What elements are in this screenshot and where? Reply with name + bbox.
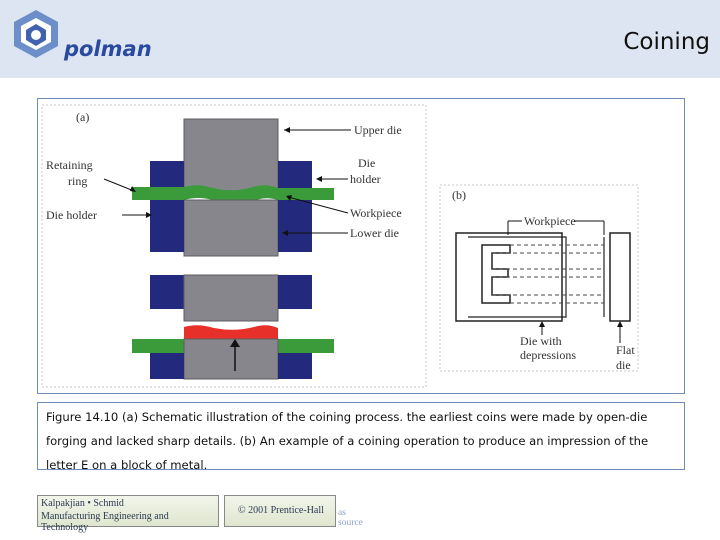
panel-a-tag: (a) [76,110,89,124]
label-retaining-1: Retaining [46,158,93,172]
slide-header: polman Coining [0,0,720,78]
label-flat-2: die [616,358,631,372]
label-die-holder-1: Die [358,156,375,170]
die-with-depressions [455,232,563,322]
label-die-with-2: depressions [520,348,576,362]
label-retaining-2: ring [68,174,87,188]
lower-holder-left-2 [150,353,184,379]
upper-holder-right-2 [278,275,312,309]
panel-b-area [439,184,639,372]
figure-caption: Figure 14.10 (a) Schematic illustration … [37,402,685,472]
figure-frame: (a) Upper die Die holder Retaining ring [37,98,685,394]
credit-book-title: Manufacturing Engineering and Technology [41,511,169,533]
label-die-with-1: Die with [520,334,562,348]
lower-die-holder-left [150,200,184,252]
book-credit: Kalpakjian • Schmid Manufacturing Engine… [37,495,219,533]
label-upper-die: Upper die [354,123,402,137]
label-flat-1: Flat [616,343,635,357]
label-die-holder-2: holder [350,172,381,186]
lower-die-holder-right [278,200,312,252]
label-die-holder-left: Die holder [46,208,97,222]
label-lower-die: Lower die [350,226,399,240]
upper-holder-left-2 [150,275,184,309]
logo-emblem-icon [14,10,58,58]
ring-right-2 [278,339,334,353]
lower-die [183,199,279,257]
label-workpiece-a: Workpiece [350,206,402,220]
copyright-box: © 2001 Prentice-Hall [224,495,336,527]
upper-die [183,118,279,192]
logo-text: polman [63,37,152,61]
coining-figure: (a) Upper die Die holder Retaining ring [41,104,639,388]
upper-die-holder-right [278,161,312,191]
upper-die-holder-left [150,161,184,191]
ring-left-2 [132,339,184,353]
slide-title: Coining [623,29,710,55]
flat-die [609,232,631,322]
credit-authors: Kalpakjian • Schmid [41,498,124,509]
impression-guides [492,244,604,304]
workpiece-top [132,185,334,204]
label-workpiece-b: Workpiece [524,214,576,228]
source-note: as source [338,508,363,528]
copyright-text: © 2001 Prentice-Hall [238,505,324,516]
polman-logo: polman [6,6,166,72]
lower-holder-right-2 [278,353,312,379]
coined-piece [184,325,278,339]
upper-die-2 [183,274,279,322]
panel-b-tag: (b) [452,188,466,202]
caption-text: Figure 14.10 (a) Schematic illustration … [46,410,649,472]
lower-die-2 [183,338,279,380]
